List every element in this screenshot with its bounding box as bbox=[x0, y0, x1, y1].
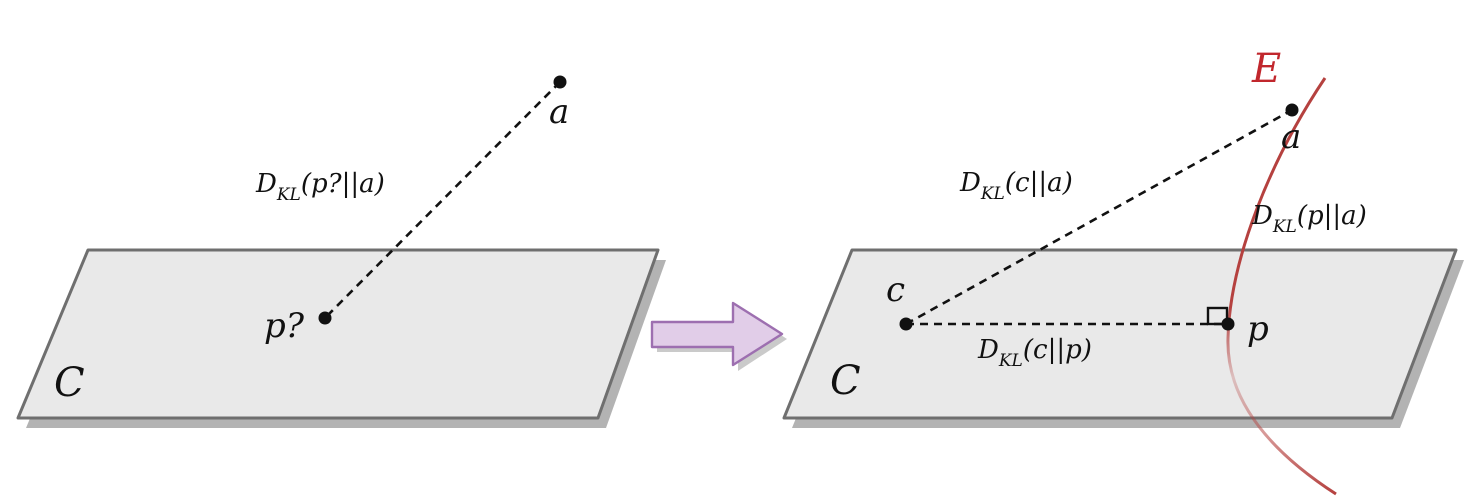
divergence-ca-line bbox=[905, 108, 1293, 326]
right-angle-marker bbox=[1206, 306, 1229, 326]
plane-c-label: C bbox=[830, 358, 861, 404]
point-a bbox=[1285, 103, 1299, 117]
point-p bbox=[318, 311, 332, 325]
divergence-ca-label: DKL(c||a) bbox=[959, 168, 1073, 204]
right-panel: a c p E C DKL(c||a) DKL(p||a) DKL(c||p) bbox=[782, 46, 1464, 496]
point-p bbox=[1221, 317, 1235, 331]
point-a bbox=[553, 75, 567, 89]
divergence-label: DKL(p?||a) bbox=[255, 169, 385, 205]
right-arrow-icon bbox=[650, 301, 787, 371]
point-c bbox=[899, 317, 913, 331]
point-p-label: p? bbox=[264, 306, 305, 346]
divergence-cp-label: DKL(c||p) bbox=[977, 335, 1092, 371]
left-panel: a p? DKL(p?||a) C bbox=[16, 75, 666, 428]
point-a-label: a bbox=[549, 92, 569, 132]
point-p-label: p bbox=[1247, 309, 1269, 349]
plane-c-label: C bbox=[54, 360, 85, 406]
divergence-pa-label: DKL(p||a) bbox=[1251, 201, 1367, 237]
plane-c bbox=[782, 248, 1458, 420]
point-a-label: a bbox=[1281, 117, 1301, 157]
plane-c bbox=[16, 248, 660, 420]
point-c-label: c bbox=[886, 270, 905, 310]
manifold-e-label: E bbox=[1251, 46, 1281, 92]
manifold-e-curve bbox=[1226, 77, 1337, 496]
